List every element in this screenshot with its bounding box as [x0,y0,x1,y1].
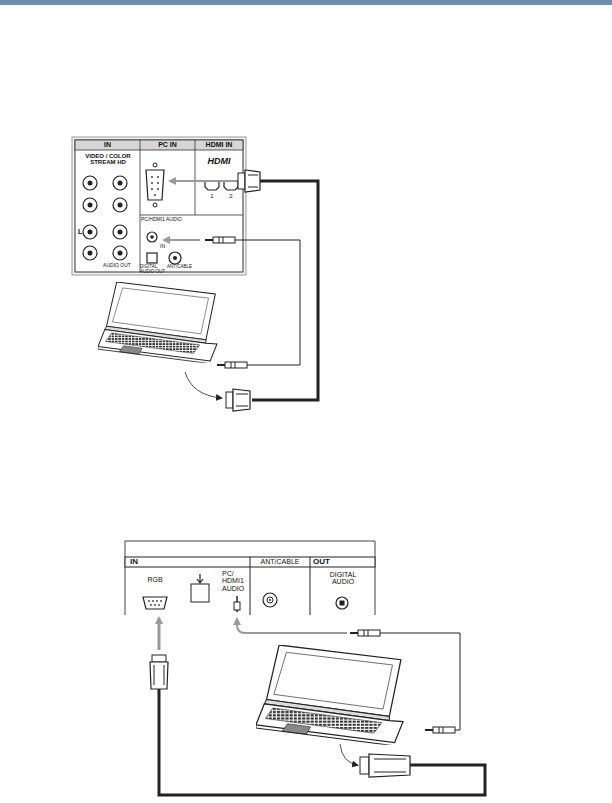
section-heading: IN [75,141,140,148]
tv-back-panel-bottom [125,541,375,615]
connector-label: 2 [227,193,235,199]
audio-plug [350,630,380,636]
panel-section: OUT DIGITAL AUDIO [310,557,375,615]
audio-plug [425,727,455,733]
panel-section: ANT/CABLE [250,557,310,615]
connector-label: AUDIO OUT [95,263,139,268]
section-heading: HDMI IN [195,141,243,148]
connector-label: RGB [140,576,170,583]
header-bar [0,0,612,5]
connector-label: VIDEO / COLOR STREAM HD [78,153,138,166]
connector-label: DIGITAL AUDIO [318,571,368,586]
panel-section: IN RGB PC/ HDMI1 AUDIO [125,557,253,615]
connector-label: HDMI [199,157,239,166]
connector-label: IN [160,244,170,249]
vga-plug [150,655,168,689]
panel-section: IN VIDEO / COLOR STREAM HD L AUDIO OUT [75,140,140,272]
panel-section: PC IN PC/HDMI1 AUDIO IN DIGITAL AUDIO OUTAN… [140,140,195,272]
connector-label: ANT/CABLE [167,265,194,270]
audio-plug [205,237,235,243]
section-heading: PC IN [140,141,195,148]
connector-label: PC/HDMI1 AUDIO [141,217,183,222]
section-heading: ANT/CABLE [250,558,310,565]
vga-plug [226,389,250,411]
connector-label: DIGITAL AUDIO OUT [140,265,170,274]
section-heading: IN [130,558,150,566]
vga-plug [360,754,410,777]
panel-section: HDMI IN HDMI 1 2 [195,140,243,272]
vga-plug [238,170,260,192]
audio-plug [217,362,247,368]
connector-label: 1 [208,193,216,199]
connector-label: PC/ HDMI1 AUDIO [222,570,252,592]
section-heading: OUT [313,558,343,566]
connector-label: L [78,228,86,235]
tv-back-panel-top [72,137,246,275]
